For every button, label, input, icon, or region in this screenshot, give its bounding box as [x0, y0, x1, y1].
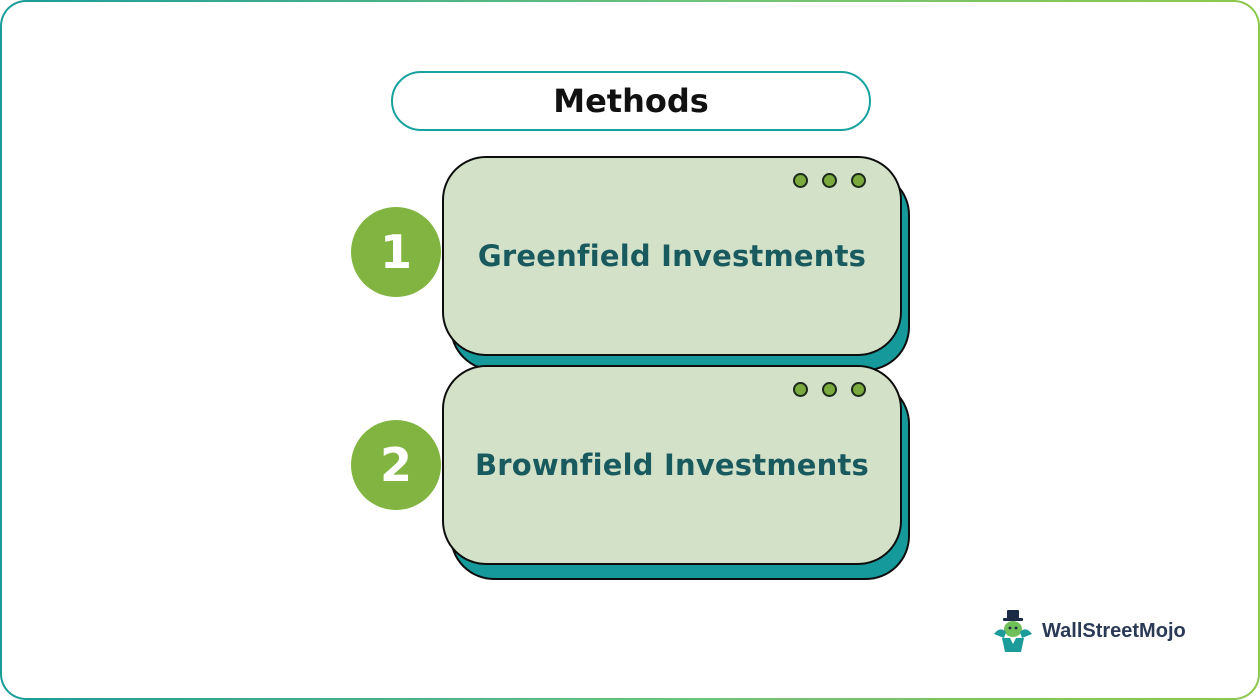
mascot-logo-icon [994, 610, 1032, 652]
window-dots [793, 382, 866, 397]
method-card-2: Brownfield Investments [442, 365, 902, 565]
method-card-1: Greenfield Investments [442, 156, 902, 356]
method-label-2: Brownfield Investments [475, 448, 869, 482]
method-number-1: 1 [351, 207, 441, 297]
dot-icon [793, 173, 808, 188]
dot-icon [822, 173, 837, 188]
diagram-title: Methods [391, 71, 871, 131]
brand-logo: WallStreetMojo [990, 608, 1186, 654]
dot-icon [822, 382, 837, 397]
logo-text: WallStreetMojo [1042, 619, 1186, 642]
method-number-2: 2 [351, 420, 441, 510]
dot-icon [851, 173, 866, 188]
window-dots [793, 173, 866, 188]
method-label-1: Greenfield Investments [477, 239, 867, 273]
dot-icon [793, 382, 808, 397]
dot-icon [851, 382, 866, 397]
